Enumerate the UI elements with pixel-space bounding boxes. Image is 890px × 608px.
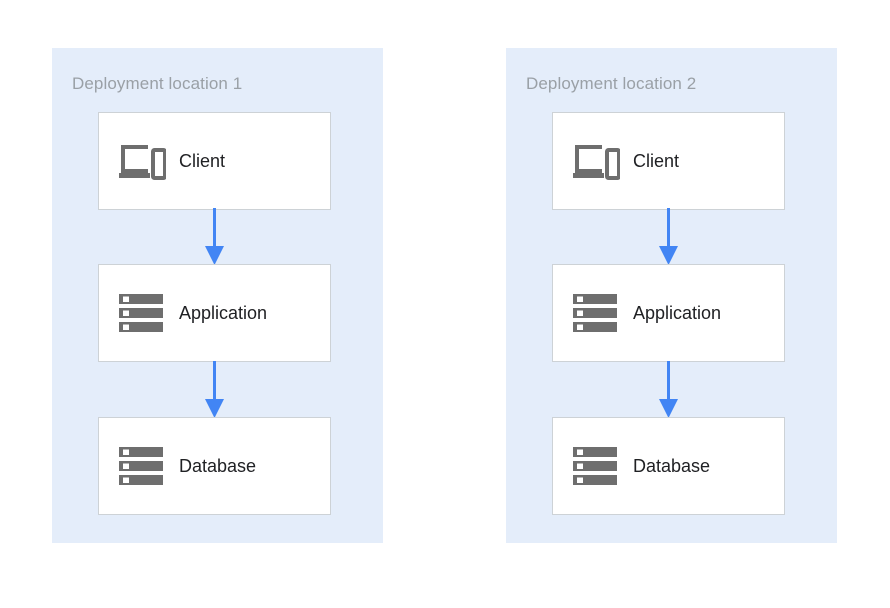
panel-title: Deployment location 2 bbox=[526, 74, 697, 93]
node-client[interactable]: Client bbox=[98, 112, 331, 210]
deployment-location-panel-1: Deployment location 1 Client bbox=[52, 48, 383, 543]
node-label: Application bbox=[633, 302, 722, 323]
node-label: Client bbox=[179, 150, 226, 171]
node-label: Client bbox=[633, 150, 680, 171]
node-application[interactable]: Application bbox=[552, 264, 785, 362]
server-stack-icon bbox=[109, 293, 175, 333]
arrow-application-to-database bbox=[52, 361, 383, 419]
node-label: Database bbox=[179, 455, 257, 476]
server-stack-icon bbox=[109, 446, 175, 486]
node-database[interactable]: Database bbox=[552, 417, 785, 515]
server-stack-icon bbox=[563, 293, 629, 333]
node-label: Database bbox=[633, 455, 711, 476]
arrow-client-to-application bbox=[52, 208, 383, 266]
node-client[interactable]: Client bbox=[552, 112, 785, 210]
node-label: Application bbox=[179, 302, 268, 323]
arrow-application-to-database bbox=[506, 361, 837, 419]
client-devices-icon bbox=[563, 142, 629, 180]
arrow-client-to-application bbox=[506, 208, 837, 266]
node-database[interactable]: Database bbox=[98, 417, 331, 515]
node-application[interactable]: Application bbox=[98, 264, 331, 362]
server-stack-icon bbox=[563, 446, 629, 486]
panel-title: Deployment location 1 bbox=[72, 74, 243, 93]
client-devices-icon bbox=[109, 142, 175, 180]
deployment-location-panel-2: Deployment location 2 Client bbox=[506, 48, 837, 543]
